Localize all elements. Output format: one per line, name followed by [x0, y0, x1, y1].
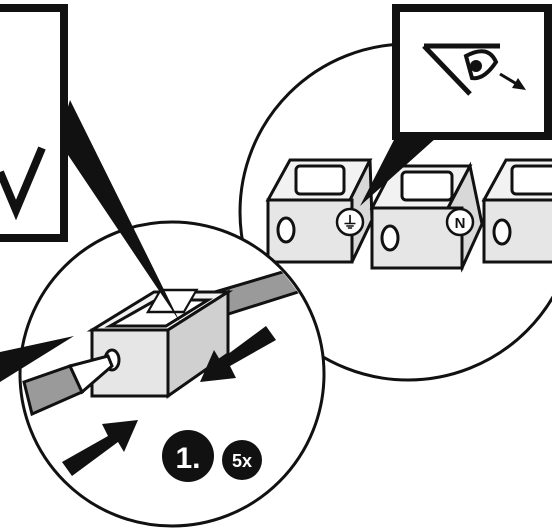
neutral-symbol-label: N [455, 215, 466, 232]
push-arrow-left-icon [62, 420, 138, 476]
neutral-symbol-badge [445, 207, 475, 237]
repeat-count-badge [222, 440, 262, 480]
confirm-callout [0, 4, 180, 322]
inspect-callout [360, 4, 552, 206]
ground-symbol-badge [335, 207, 365, 237]
ground-terminal: ⏚ [265, 158, 374, 264]
wire-insertion-detail: 1. 5x [18, 220, 326, 528]
repeat-count-label: 5x [232, 451, 252, 471]
step-number-badge [162, 430, 214, 482]
third-terminal [481, 158, 552, 264]
checkmark-icon [0, 146, 46, 221]
eye-inspect-icon [422, 43, 526, 96]
terminal-block [86, 288, 234, 399]
wire-stripped-end [67, 354, 114, 395]
ground-symbol-icon: ⏚ [342, 214, 358, 232]
neutral-terminal: N [369, 161, 484, 273]
step-number-label: 1. [175, 442, 200, 475]
push-arrow-right-icon [200, 326, 276, 382]
inspect-pointer [360, 136, 436, 206]
left-callout-pointer [0, 336, 74, 382]
callout-pointer [58, 100, 180, 322]
